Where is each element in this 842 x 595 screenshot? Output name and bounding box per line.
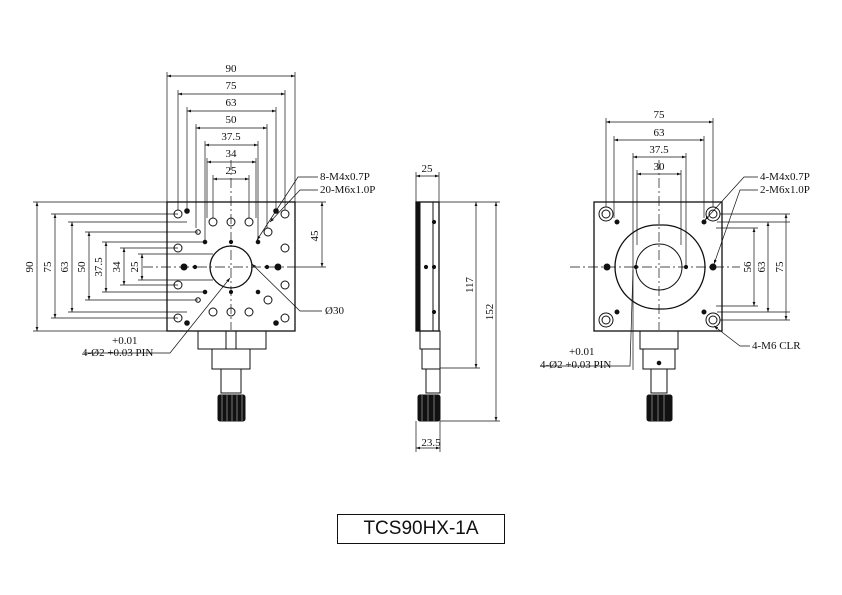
rear-slot xyxy=(614,224,706,310)
front-threaded-holes xyxy=(180,208,282,326)
front-callout-leaders xyxy=(84,176,322,354)
rear-view xyxy=(570,160,740,422)
front-m6-callout: 20-M6x1.0P xyxy=(320,184,375,196)
model-title-box: TCS90HX-1A xyxy=(337,514,505,544)
rear-clr-callout: 4-M6 CLR xyxy=(752,340,801,352)
dim-side-height-b: 152 xyxy=(484,304,496,321)
front-left-dimensions xyxy=(33,201,213,332)
model-title: TCS90HX-1A xyxy=(363,518,479,539)
dim-front-top-6: 25 xyxy=(226,165,238,177)
side-view xyxy=(415,201,441,422)
rear-knob xyxy=(646,394,673,422)
dim-front-top-2: 63 xyxy=(226,97,238,109)
front-right-dimension xyxy=(295,201,326,268)
dim-rear-right-2: 75 xyxy=(774,261,786,273)
rear-m6-callout: 2-M6x1.0P xyxy=(760,184,810,196)
front-holes xyxy=(173,209,290,323)
rear-m4-callout: 4-M4x0.7P xyxy=(760,171,810,183)
dim-rear-top-3: 30 xyxy=(654,161,666,173)
front-knob xyxy=(217,394,246,422)
rear-pin-tol: +0.01 xyxy=(569,346,594,358)
dim-front-top-1: 75 xyxy=(226,80,238,92)
dim-front-left-2: 63 xyxy=(59,261,71,273)
dim-side-width: 25 xyxy=(422,163,434,175)
dim-side-height-a: 117 xyxy=(464,276,476,293)
dim-front-right: 45 xyxy=(309,230,321,242)
side-knob xyxy=(417,394,441,422)
dim-front-left-0: 90 xyxy=(24,261,36,273)
front-stage-block xyxy=(197,330,267,350)
dim-side-bottom: 23.5 xyxy=(421,437,441,449)
dim-front-top-5: 34 xyxy=(226,148,238,160)
dim-front-left-4: 37.5 xyxy=(93,257,105,277)
dim-rear-right-0: 56 xyxy=(742,261,754,273)
dim-front-left-3: 50 xyxy=(76,261,88,273)
side-dimensions xyxy=(415,172,500,452)
front-bore-callout: Ø30 xyxy=(325,305,344,317)
front-micrometer-body xyxy=(211,348,251,370)
dim-rear-top-0: 75 xyxy=(654,109,666,121)
rear-dimensions xyxy=(605,118,790,370)
dim-front-left-5: 34 xyxy=(111,261,123,273)
rear-dim-labels: 75 63 37.5 30 56 63 75 xyxy=(649,109,786,273)
front-top-dimensions xyxy=(166,72,296,240)
front-view xyxy=(143,160,297,422)
rear-callout-leaders xyxy=(540,176,758,367)
dim-front-left-1: 75 xyxy=(42,261,54,273)
front-m4-callout: 8-M4x0.7P xyxy=(320,171,370,183)
dim-rear-top-2: 37.5 xyxy=(649,144,669,156)
dim-front-top-4: 37.5 xyxy=(221,131,241,143)
dim-rear-top-1: 63 xyxy=(654,127,666,139)
front-pin-tol: +0.01 xyxy=(112,335,137,347)
dim-front-top-3: 50 xyxy=(226,114,238,126)
dim-rear-right-1: 63 xyxy=(756,261,768,273)
front-left-dim-labels: 90 75 63 50 37.5 34 25 xyxy=(24,257,141,277)
rear-pin-callout: 4-Ø2 +0.03 PIN xyxy=(540,359,611,371)
front-top-dim-labels: 90 75 63 50 37.5 34 25 xyxy=(221,63,241,177)
dim-front-left-6: 25 xyxy=(129,261,141,273)
dim-front-top-0: 90 xyxy=(226,63,238,75)
front-pin-callout: 4-Ø2 +0.03 PIN xyxy=(82,347,153,359)
